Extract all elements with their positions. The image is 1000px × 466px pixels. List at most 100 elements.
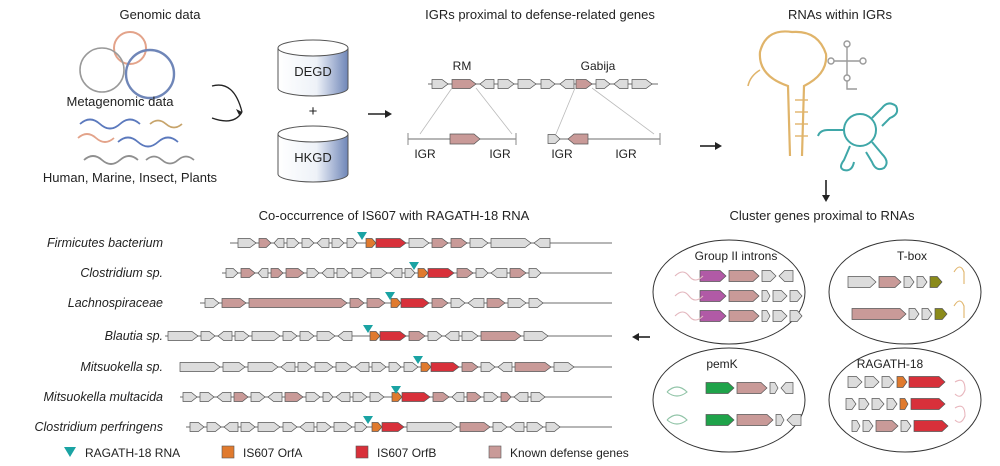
gene-arrow	[490, 238, 532, 248]
zoom-line	[475, 87, 513, 135]
gene-arrow	[480, 331, 522, 341]
cluster-title: Cluster genes proximal to RNAs	[730, 208, 915, 223]
gene-arrow	[845, 398, 857, 410]
gene-arrow	[331, 238, 345, 248]
gene-arrow	[250, 392, 266, 402]
gene-arrow	[875, 420, 899, 432]
gene-arrow	[736, 382, 768, 394]
rna-structure-gray	[827, 40, 867, 90]
gene-arrow	[908, 376, 946, 388]
gene-arrow	[379, 331, 407, 341]
gene-arrow	[221, 298, 247, 308]
gene-arrow	[217, 331, 233, 341]
gene-arrow	[526, 422, 544, 432]
merge-arrow-icon	[236, 109, 242, 115]
legend: RAGATH-18 RNA IS607 OrfA IS607 OrfB Know…	[64, 445, 629, 460]
gene-arrow	[736, 414, 774, 426]
rm-system-label: RM	[453, 59, 472, 73]
metagenomic-reads	[77, 118, 195, 165]
gene-arrow	[285, 268, 305, 278]
gene-arrow	[431, 298, 449, 308]
gene-arrow	[316, 422, 332, 432]
gene-arrow	[705, 414, 735, 426]
cluster-gene-row	[705, 382, 794, 394]
species-label: Clostridium perfringens	[34, 420, 163, 434]
gene-arrow	[240, 268, 256, 278]
arrow-to-cooccurrence-icon	[632, 333, 639, 341]
rna-structures-panel: RNAs within IGRs	[747, 7, 899, 202]
merge-curve	[211, 111, 243, 122]
gene-arrow	[461, 331, 479, 341]
gene-arrow	[916, 276, 928, 288]
gene-arrow	[371, 362, 387, 372]
species-label: Clostridium sp.	[80, 266, 163, 280]
genome-circle-gray	[79, 47, 125, 93]
gene-arrow	[728, 310, 760, 322]
gene-arrow	[237, 238, 257, 248]
species-label: Firmicutes bacterium	[47, 236, 163, 250]
species-track	[180, 386, 612, 402]
ragath-rna-marker-icon	[363, 416, 373, 424]
gene-arrow	[444, 331, 460, 341]
gene-arrow	[257, 268, 269, 278]
zoom-line	[419, 87, 453, 135]
gene-arrow	[533, 238, 551, 248]
gene-arrow	[631, 79, 653, 89]
cluster-panel: Cluster genes proximal to RNAs Group II …	[652, 208, 982, 453]
gene-arrow	[351, 268, 369, 278]
gene-arrow	[420, 362, 432, 372]
cluster-gene-row	[847, 276, 943, 288]
gene-arrow	[369, 331, 381, 341]
gene-arrow	[267, 392, 283, 402]
igr-zoom-right	[547, 133, 661, 145]
gene-arrow	[778, 270, 794, 282]
species-label: Mitsuokella multacida	[44, 390, 164, 404]
gene-arrow	[204, 298, 220, 308]
legend-known-label: Known defense genes	[510, 446, 629, 460]
gene-arrow	[365, 238, 377, 248]
gene-arrow	[366, 298, 386, 308]
gene-arrow	[282, 331, 298, 341]
gene-arrow	[335, 392, 351, 402]
gene-arrow	[257, 422, 281, 432]
cluster-gene-row	[699, 310, 803, 322]
gene-arrow	[559, 79, 575, 89]
gene-arrow	[335, 362, 353, 372]
gabija-system-label: Gabija	[581, 59, 616, 73]
gene-arrow	[240, 422, 256, 432]
cooccurrence-panel: Co-occurrence of IS607 with RAGATH-18 RN…	[34, 208, 612, 434]
gene-arrow	[461, 362, 479, 372]
gene-arrow	[728, 270, 760, 282]
gene-arrow	[322, 392, 334, 402]
gene-arrow	[400, 298, 430, 308]
gene-arrow	[613, 79, 629, 89]
species-track	[200, 292, 612, 308]
gene-arrow	[851, 308, 907, 320]
gene-arrow	[500, 392, 512, 402]
gene-arrow	[469, 238, 489, 248]
gene-arrow	[189, 422, 205, 432]
gene-arrow	[903, 276, 915, 288]
gene-arrow	[513, 392, 529, 402]
gene-arrow	[467, 298, 485, 308]
ragath-rna-marker-icon	[413, 356, 423, 364]
gene-arrow	[316, 238, 330, 248]
metagenomic-data-title: Metagenomic data	[67, 94, 175, 109]
igr-zoom-left	[407, 133, 517, 145]
gene-arrow	[728, 290, 760, 302]
gene-arrow	[200, 331, 216, 341]
gene-arrow	[847, 276, 877, 288]
gene-arrow	[336, 268, 350, 278]
gene-arrow	[270, 268, 284, 278]
igr-label: IGR	[414, 147, 436, 161]
igr-label: IGR	[489, 147, 511, 161]
gene-arrow	[222, 362, 246, 372]
gene-arrow	[528, 268, 542, 278]
gene-arrow	[761, 290, 771, 302]
gene-arrow	[847, 376, 863, 388]
gene-arrow	[297, 362, 313, 372]
zoom-line	[591, 87, 655, 135]
gene-arrow	[910, 398, 946, 410]
gene-arrow	[475, 268, 489, 278]
gene-arrow	[305, 392, 321, 402]
